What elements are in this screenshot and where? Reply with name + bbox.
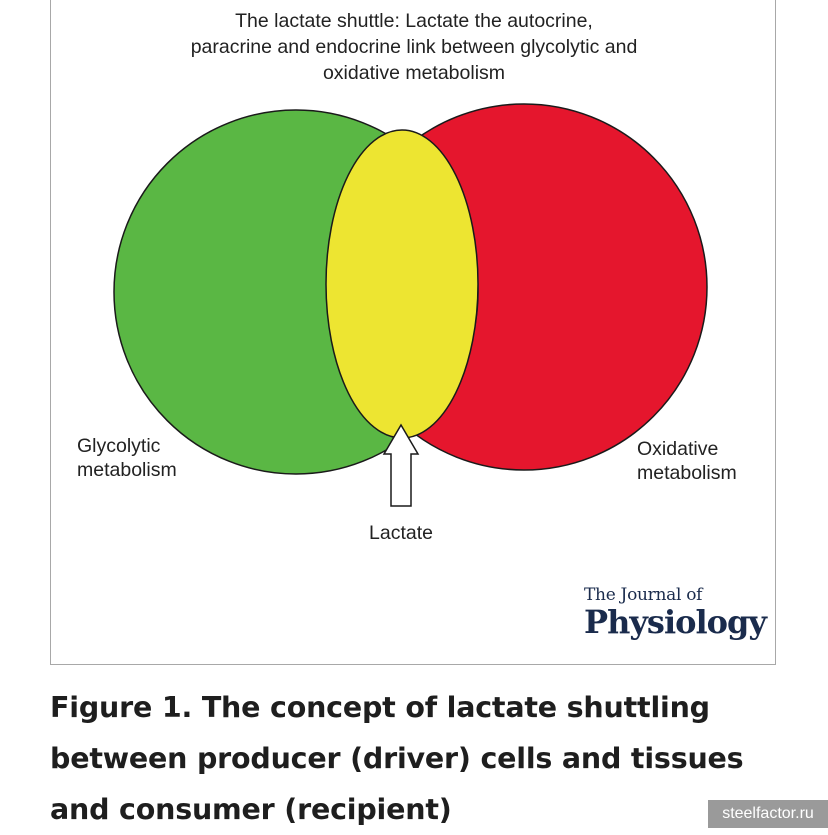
figure-panel: The lactate shuttle: Lactate the autocri…	[50, 0, 776, 665]
journal-logo: The Journal of Physiology	[584, 585, 767, 641]
venn-diagram	[113, 103, 708, 507]
diagram-title-line-2: paracrine and endocrine link between gly…	[190, 36, 638, 58]
watermark-badge: steelfactor.ru	[708, 800, 828, 828]
oxidative-label: Oxidative metabolism	[637, 437, 737, 485]
lactate-label: Lactate	[369, 522, 433, 544]
figure-caption: Figure 1. The concept of lactate shuttli…	[50, 682, 770, 835]
caption-line-1: Figure 1. The concept of lactate shuttli…	[50, 691, 710, 724]
caption-line-2: between producer (driver) cells and tiss…	[50, 742, 744, 775]
diagram-title-line-1: The lactate shuttle: Lactate the autocri…	[235, 10, 593, 32]
lactate-overlap	[325, 129, 479, 439]
diagram-title: The lactate shuttle: Lactate the autocri…	[51, 8, 777, 86]
glycolytic-label-line-2: metabolism	[77, 459, 177, 481]
glycolytic-label: Glycolytic metabolism	[77, 434, 177, 482]
lactate-arrow	[382, 423, 420, 507]
journal-logo-line-2: Physiology	[584, 603, 767, 641]
oxidative-label-line-1: Oxidative	[637, 438, 719, 460]
caption-line-3: and consumer (recipient)	[50, 793, 452, 826]
glycolytic-label-line-1: Glycolytic	[77, 435, 161, 457]
journal-logo-line-1: The Journal of	[584, 585, 703, 605]
oxidative-label-line-2: metabolism	[637, 462, 737, 484]
diagram-title-line-3: oxidative metabolism	[322, 62, 506, 84]
